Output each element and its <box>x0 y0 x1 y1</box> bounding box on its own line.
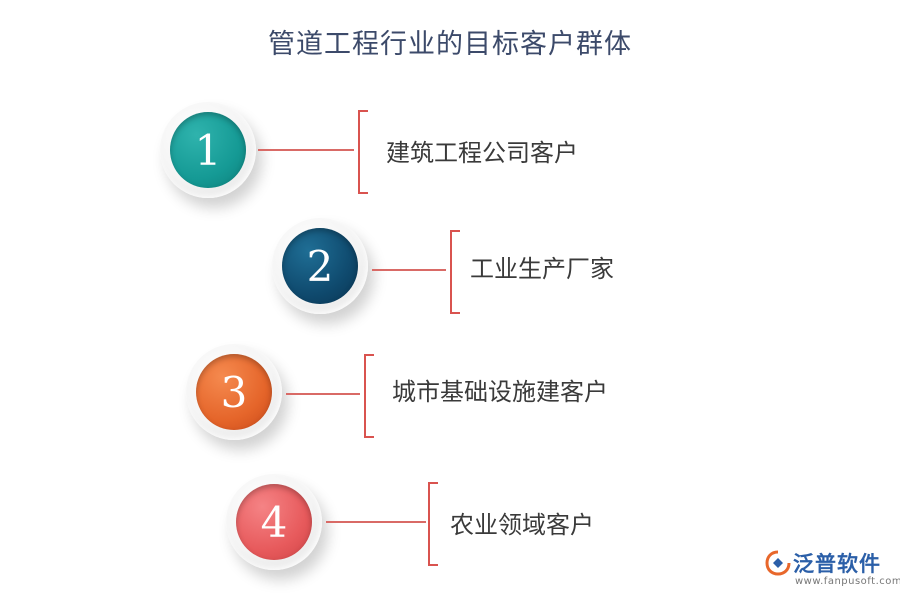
connector-4 <box>326 521 426 523</box>
label-1: 建筑工程公司客户 <box>386 139 578 167</box>
number-disc-2: 2 <box>282 228 358 304</box>
connector-2 <box>372 269 446 271</box>
badge-4: 4 <box>226 474 322 570</box>
logo-name: 泛普软件 <box>793 552 881 576</box>
number-disc-3: 3 <box>196 354 272 430</box>
number-3: 3 <box>220 367 248 417</box>
brand-logo: 泛普软件 www.fanpusoft.com <box>765 548 900 590</box>
connector-1 <box>258 149 354 151</box>
bracket-2 <box>450 230 460 314</box>
bracket-1 <box>358 110 368 194</box>
bracket-3 <box>364 354 374 438</box>
label-3: 城市基础设施建客户 <box>392 378 608 406</box>
page-title: 管道工程行业的目标客户群体 <box>268 29 632 60</box>
logo-url: www.fanpusoft.com <box>795 576 900 587</box>
badge-1: 1 <box>160 102 256 198</box>
number-2: 2 <box>306 241 334 291</box>
bracket-4 <box>428 482 438 566</box>
number-4: 4 <box>260 497 288 547</box>
number-disc-4: 4 <box>236 484 312 560</box>
logo-icon <box>765 550 791 576</box>
label-2: 工业生产厂家 <box>470 255 614 283</box>
number-1: 1 <box>194 125 222 175</box>
badge-2: 2 <box>272 218 368 314</box>
connector-3 <box>286 393 360 395</box>
badge-3: 3 <box>186 344 282 440</box>
label-4: 农业领域客户 <box>450 511 594 539</box>
number-disc-1: 1 <box>170 112 246 188</box>
